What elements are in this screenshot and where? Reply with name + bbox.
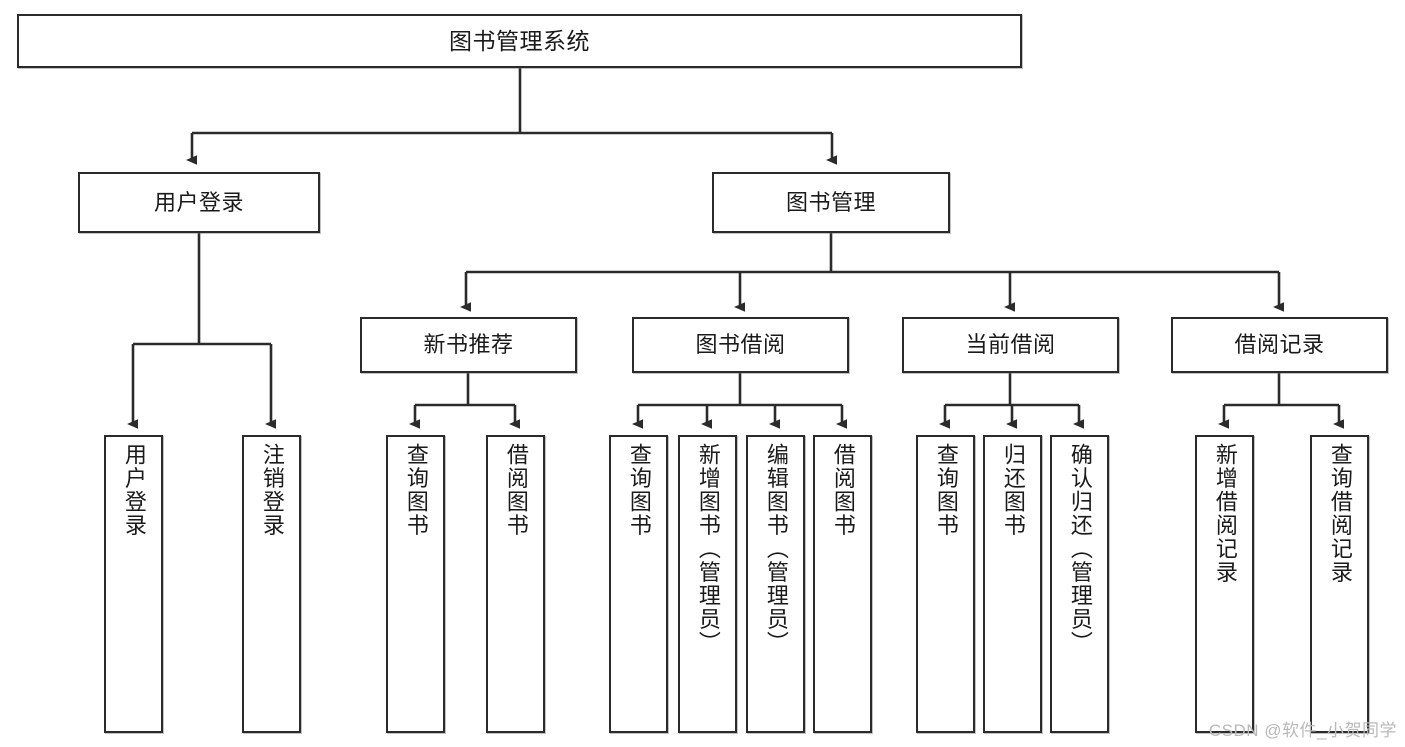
node-new-book-recommend-label: 新书推荐 <box>423 332 514 358</box>
node-leaf-query-book-2[interactable]: 查询图书 <box>609 435 668 733</box>
node-leaf-query-book-1[interactable]: 查询图书 <box>386 435 445 733</box>
node-book-manage[interactable]: 图书管理 <box>712 172 950 233</box>
node-leaf-confirm-return[interactable]: 确认归还（管理员） <box>1050 435 1109 733</box>
node-leaf-add-book[interactable]: 新增图书（管理员） <box>678 435 737 733</box>
node-leaf-query-book-2-label: 查询图书 <box>626 443 652 537</box>
node-leaf-borrow-book-2-label: 借阅图书 <box>830 443 856 537</box>
csdn-watermark: CSDN @软件_小贺同学 <box>1208 721 1397 740</box>
node-leaf-user-login[interactable]: 用户登录 <box>104 435 163 733</box>
node-leaf-add-record-label: 新增借阅记录 <box>1212 443 1238 584</box>
node-book-borrow[interactable]: 图书借阅 <box>632 317 849 373</box>
node-leaf-query-book-1-label: 查询图书 <box>403 443 429 537</box>
node-leaf-borrow-book-1-label: 借阅图书 <box>503 443 529 537</box>
node-leaf-edit-book-label: 编辑图书（管理员） <box>763 443 789 655</box>
node-leaf-borrow-book-1[interactable]: 借阅图书 <box>486 435 545 733</box>
node-leaf-query-book-3[interactable]: 查询图书 <box>916 435 975 733</box>
node-user-login-label: 用户登录 <box>153 189 244 215</box>
node-leaf-query-book-3-label: 查询图书 <box>933 443 959 537</box>
node-leaf-user-login-label: 用户登录 <box>121 443 147 537</box>
node-root[interactable]: 图书管理系统 <box>17 14 1022 68</box>
node-leaf-query-record[interactable]: 查询借阅记录 <box>1310 435 1369 733</box>
node-new-book-recommend[interactable]: 新书推荐 <box>360 317 577 373</box>
node-book-borrow-label: 图书借阅 <box>695 332 786 358</box>
node-root-label: 图书管理系统 <box>449 27 590 54</box>
node-borrow-record-label: 借阅记录 <box>1234 332 1325 358</box>
node-leaf-logout-label: 注销登录 <box>259 443 285 537</box>
node-user-login[interactable]: 用户登录 <box>78 172 320 233</box>
node-leaf-edit-book[interactable]: 编辑图书（管理员） <box>746 435 805 733</box>
node-leaf-add-book-label: 新增图书（管理员） <box>695 443 721 655</box>
node-current-borrow[interactable]: 当前借阅 <box>902 317 1119 373</box>
node-leaf-return-book-label: 归还图书 <box>1000 443 1026 537</box>
node-leaf-query-record-label: 查询借阅记录 <box>1327 443 1353 584</box>
node-borrow-record[interactable]: 借阅记录 <box>1171 317 1388 373</box>
node-leaf-add-record[interactable]: 新增借阅记录 <box>1195 435 1254 733</box>
node-leaf-return-book[interactable]: 归还图书 <box>983 435 1042 733</box>
node-leaf-logout[interactable]: 注销登录 <box>242 435 301 733</box>
node-leaf-borrow-book-2[interactable]: 借阅图书 <box>813 435 872 733</box>
node-leaf-confirm-return-label: 确认归还（管理员） <box>1067 443 1093 655</box>
node-current-borrow-label: 当前借阅 <box>965 332 1056 358</box>
node-book-manage-label: 图书管理 <box>785 189 876 215</box>
